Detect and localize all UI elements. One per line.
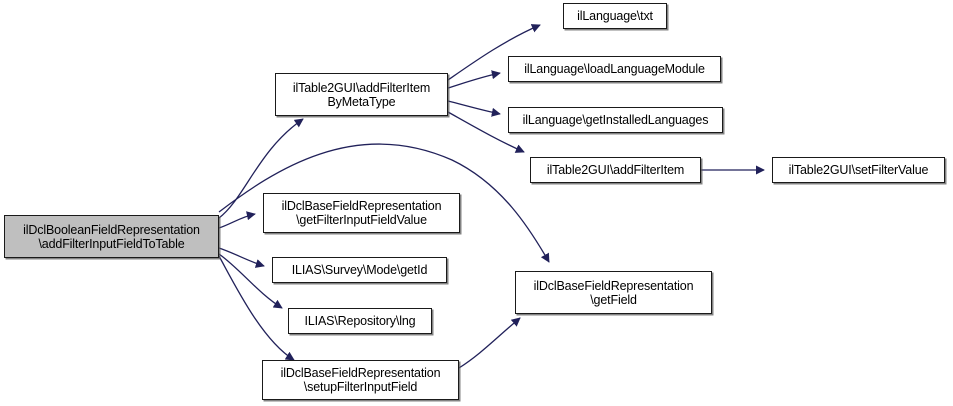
graph-edge-setupFilterInputField-to-getField: [458, 317, 521, 369]
graph-node-label: ilTable2GUI\setFilterValue: [788, 163, 929, 177]
graph-edge-root-to-getFilterInputFieldValue: [218, 211, 256, 229]
graph-node-setupFilterInputField[interactable]: ilDclBaseFieldRepresentation \setupFilte…: [262, 360, 459, 400]
graph-node-label: ilTable2GUI\addFilterItem ByMetaType: [292, 80, 431, 109]
graph-edge-root-to-addFilterItemByMetaType: [218, 118, 304, 219]
graph-node-root[interactable]: ilDclBooleanFieldRepresentation \addFilt…: [4, 215, 219, 258]
graph-edge-root-to-getField: [218, 143, 550, 263]
graph-node-label: ilDclBaseFieldRepresentation \getFilterI…: [281, 199, 442, 227]
graph-node-loadLanguageModule[interactable]: ilLanguage\loadLanguageModule: [508, 56, 721, 82]
graph-node-repositoryLng[interactable]: ILIAS\Repository\lng: [288, 308, 432, 334]
graph-node-surveyModeGetId[interactable]: ILIAS\Survey\Mode\getId: [272, 257, 447, 283]
graph-node-label: ilLanguage\loadLanguageModule: [524, 62, 705, 76]
graph-node-txt[interactable]: ilLanguage\txt: [563, 3, 667, 29]
graph-node-getInstalledLanguages[interactable]: ilLanguage\getInstalledLanguages: [508, 107, 723, 133]
graph-edge-addFilterItemByMetaType-to-addFilterItem: [447, 111, 525, 153]
graph-edge-root-to-surveyModeGetId: [218, 247, 265, 268]
graph-edge-addFilterItemByMetaType-to-getInstalledLanguages: [447, 100, 501, 117]
graph-node-label: ilTable2GUI\addFilterItem: [546, 163, 685, 177]
graph-node-getFilterInputFieldValue[interactable]: ilDclBaseFieldRepresentation \getFilterI…: [263, 193, 460, 233]
graph-node-label: ilDclBooleanFieldRepresentation \addFilt…: [23, 222, 200, 251]
graph-edge-addFilterItemByMetaType-to-loadLanguageModule: [447, 70, 501, 89]
graph-node-addFilterItem[interactable]: ilTable2GUI\addFilterItem: [530, 157, 701, 183]
graph-node-label: ILIAS\Repository\lng: [304, 314, 416, 328]
graph-node-label: ilLanguage\getInstalledLanguages: [522, 113, 709, 127]
graph-node-label: ilLanguage\txt: [577, 9, 653, 23]
graph-edge-addFilterItemByMetaType-to-txt: [447, 24, 541, 81]
graph-node-setFilterValue[interactable]: ilTable2GUI\setFilterValue: [772, 157, 945, 183]
graph-node-getField[interactable]: ilDclBaseFieldRepresentation \getField: [515, 271, 712, 314]
graph-edge-root-to-repositoryLng: [218, 253, 283, 309]
graph-node-label: ilDclBaseFieldRepresentation \setupFilte…: [280, 366, 441, 394]
graph-node-label: ILIAS\Survey\Mode\getId: [291, 263, 428, 277]
graph-node-addFilterItemByMetaType[interactable]: ilTable2GUI\addFilterItem ByMetaType: [275, 73, 448, 116]
graph-node-label: ilDclBaseFieldRepresentation \getField: [533, 278, 694, 307]
graph-edge-root-to-setupFilterInputField: [218, 255, 295, 361]
